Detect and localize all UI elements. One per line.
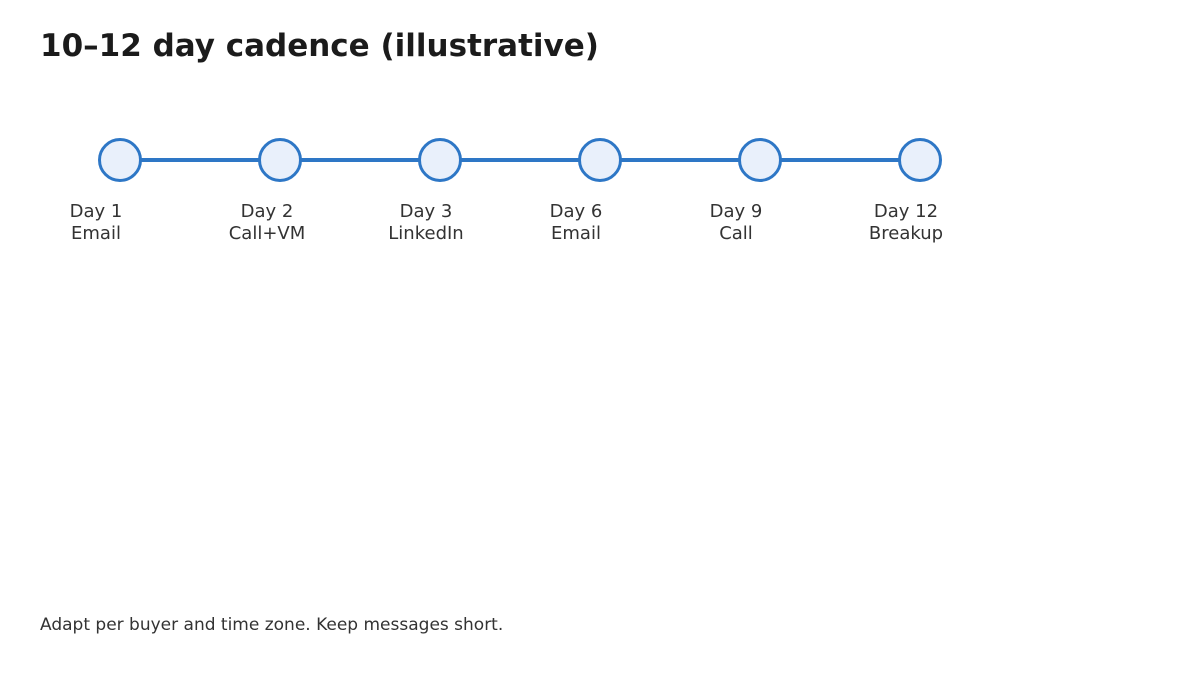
- step-label-day-3: Day 3 LinkedIn: [388, 201, 463, 245]
- step-action-label: Call: [719, 223, 753, 244]
- timeline-node-day-6: [578, 138, 622, 182]
- step-label-day-1: Day 1 Email: [70, 201, 123, 245]
- step-day-label: Day 6: [549, 201, 603, 222]
- step-day-label: Day 3: [399, 201, 453, 222]
- step-day-label: Day 1: [69, 201, 123, 222]
- step-action-label: LinkedIn: [388, 223, 464, 244]
- timeline-node-day-12: [898, 138, 942, 182]
- step-action-label: Email: [71, 223, 121, 244]
- cadence-timeline: Day 1 Email Day 2 Call+VM Day 3 LinkedIn…: [0, 0, 1200, 300]
- step-day-label: Day 9: [709, 201, 763, 222]
- step-label-day-12: Day 12 Breakup: [869, 201, 943, 245]
- step-action-label: Call+VM: [228, 223, 306, 244]
- step-day-label: Day 2: [240, 201, 294, 222]
- step-action-label: Breakup: [868, 223, 944, 244]
- step-label-day-2: Day 2 Call+VM: [229, 201, 306, 245]
- timeline-node-day-9: [738, 138, 782, 182]
- step-label-day-9: Day 9 Call: [710, 201, 763, 245]
- timeline-node-day-3: [418, 138, 462, 182]
- footer-note: Adapt per buyer and time zone. Keep mess…: [40, 615, 504, 635]
- timeline-node-day-2: [258, 138, 302, 182]
- timeline-node-day-1: [98, 138, 142, 182]
- step-action-label: Email: [551, 223, 601, 244]
- page-title: 10–12 day cadence (illustrative): [40, 28, 599, 64]
- step-label-day-6: Day 6 Email: [550, 201, 603, 245]
- timeline-connector-line: [120, 158, 920, 162]
- step-day-label: Day 12: [873, 201, 939, 222]
